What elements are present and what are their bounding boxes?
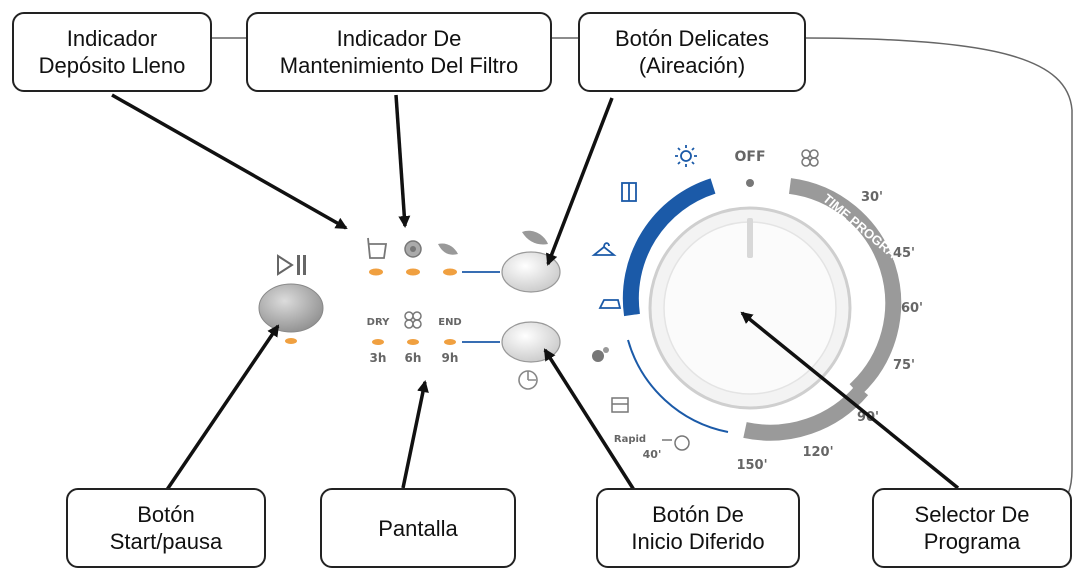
delicates-led [443,268,457,276]
delicates-button-feather-icon [522,230,548,245]
wool-icon [592,347,609,362]
iron-icon [598,299,622,309]
arrow-delicates [545,97,614,266]
delicates-feather-icon [438,243,458,255]
fan-icon [404,311,422,329]
cool-program-arc [627,339,729,433]
delay-6h-label: 6h [405,351,422,365]
callout-delicates-button: Botón Delicates(Aireación) [578,12,806,92]
end-indicator-label: END [438,317,462,328]
shirts-icon [611,397,629,413]
delay-9h-label: 9h [442,351,459,365]
wardrobe-icon [621,182,637,202]
dial-pointer [747,218,753,258]
time-30-label: 30' [861,190,883,205]
filter-icon [404,240,422,258]
delay-3h-label: 3h [370,351,387,365]
play-pause-icon [277,254,306,276]
callout-display: Pantalla [320,488,516,568]
tank-full-icon [367,237,388,259]
delicates-button[interactable] [501,251,561,293]
tank-led [369,268,383,276]
delay-start-button[interactable] [501,321,561,363]
dry-indicator-label: DRY [367,317,390,328]
arrow-delay [543,348,636,491]
clock-icon [518,370,538,390]
time-60-label: 60' [901,301,923,316]
fan-time-icon [801,149,819,167]
fan-led [407,339,419,345]
end-led [444,339,456,345]
dry-led [372,339,384,345]
rapid-time-label: 40' [643,448,662,461]
off-label: OFF [734,149,765,165]
arrow-start [158,324,280,501]
program-dial[interactable]: AUTO DRY TIME PROGRAM OFF [591,145,923,473]
sun-icon [675,145,697,167]
callout-arrows [111,93,960,501]
filter-led [406,268,420,276]
hanger-icon [591,242,617,256]
time-150-label: 150' [736,458,767,473]
time-45-label: 45' [893,246,915,261]
time-120-label: 120' [802,445,833,460]
start-pause-button[interactable] [258,283,324,333]
arrow-selector [740,311,960,490]
rapid-label: Rapid [614,434,646,445]
off-dot [746,179,754,187]
arrow-filter [394,94,411,228]
arrow-display [401,380,429,489]
rapid-timer-icon [662,435,690,451]
control-panel: DRY END 3h 6h 9h AUTO DRY TIME P [258,145,923,473]
arrow-tank-full [111,93,348,230]
auto-dry-arc [622,178,716,317]
time-program-arc [788,178,902,396]
time-75-label: 75' [893,358,915,373]
start-led [285,338,297,344]
